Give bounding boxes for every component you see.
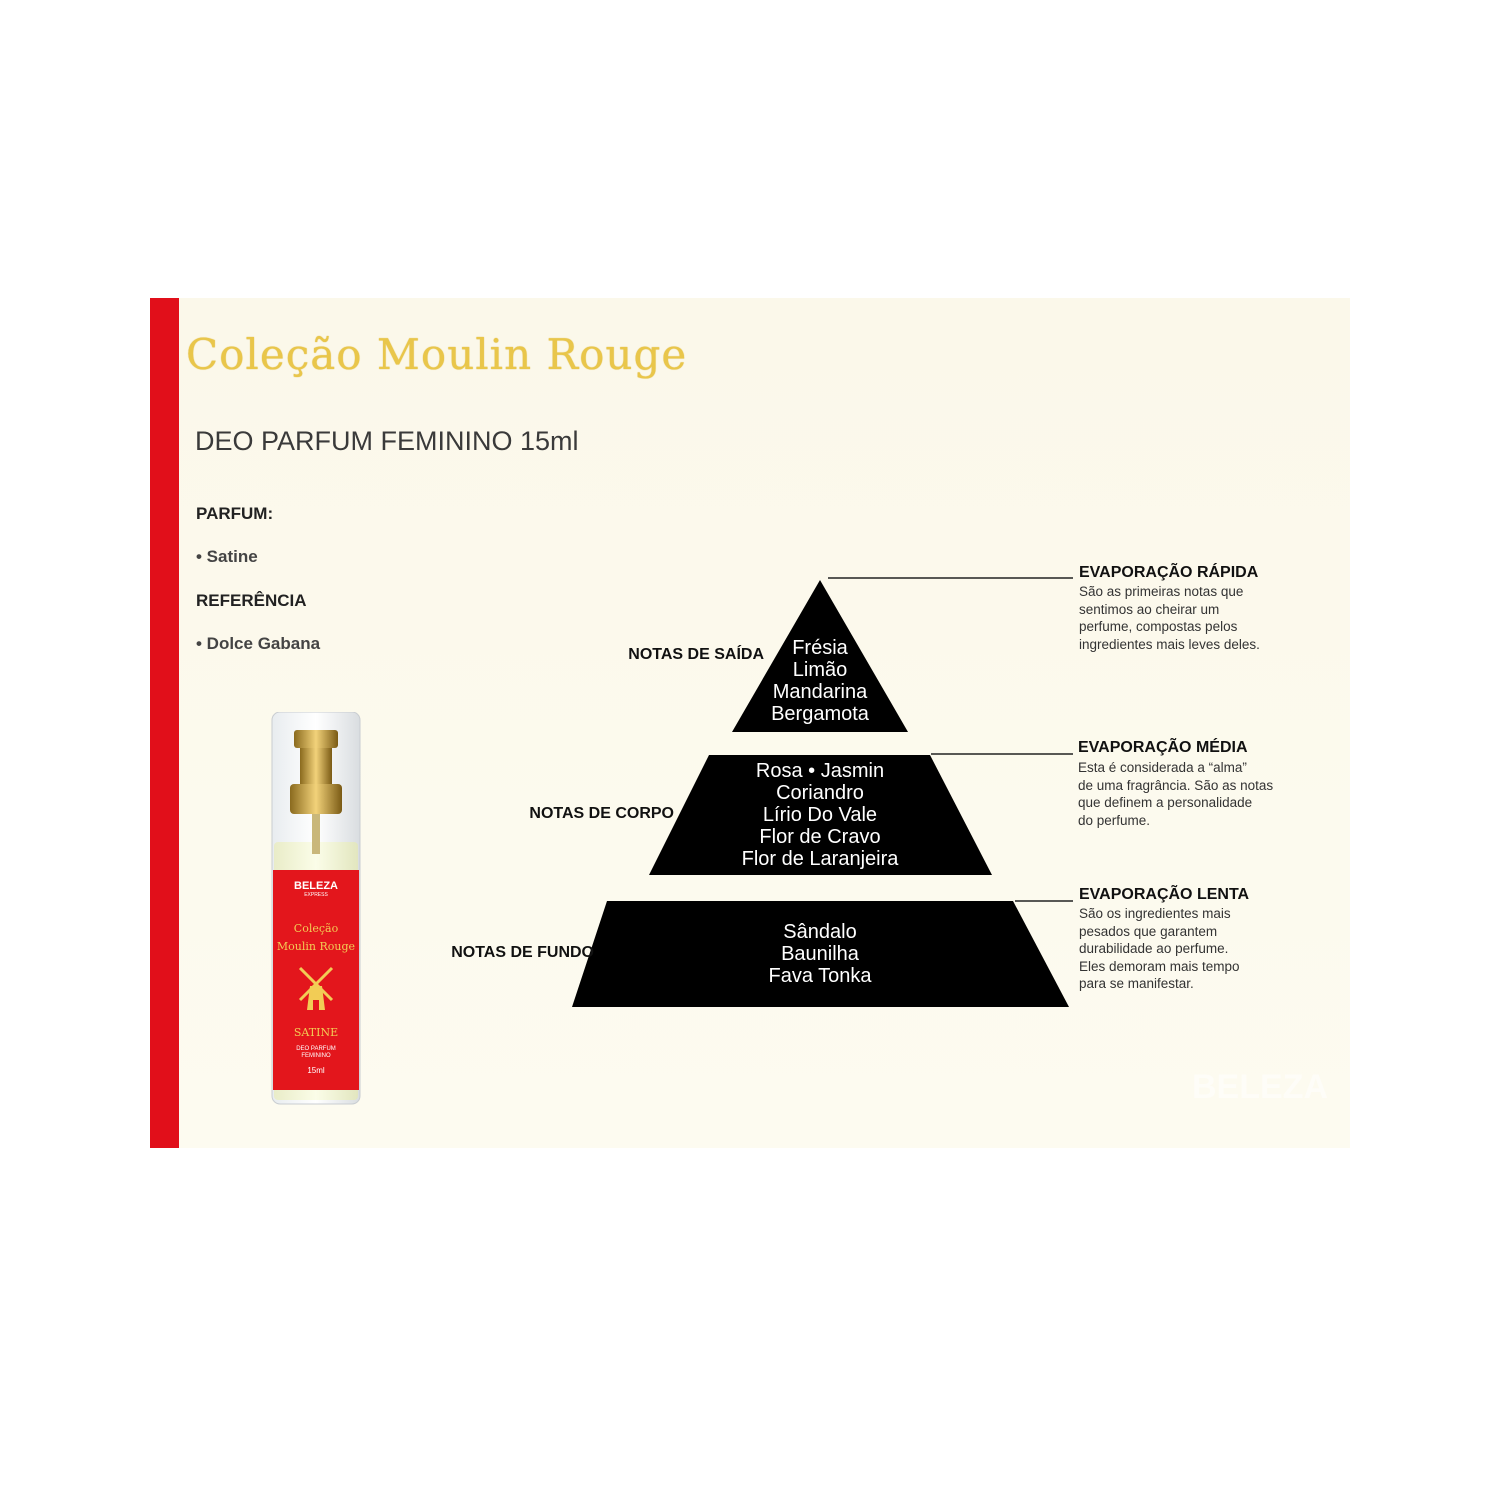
- collection-title: Coleção Moulin Rouge: [186, 330, 688, 379]
- bottle-brand: BELEZA EXPRESS: [294, 880, 338, 898]
- perfume-bottle-image: [271, 712, 361, 1105]
- pyramid-top-tier: [732, 580, 908, 732]
- referencia-value: • Dolce Gabana: [196, 634, 321, 653]
- evaporation-slow-title: EVAPORAÇÃO LENTA: [1079, 886, 1250, 903]
- middle-notes-label: NOTAS DE CORPO: [529, 805, 674, 822]
- top-notes-label: NOTAS DE SAÍDA: [628, 646, 764, 663]
- pyramid-middle-tier: [649, 755, 992, 875]
- referencia-label: REFERÊNCIA: [196, 591, 307, 610]
- evaporation-slow-description: São os ingredientes mais pesados que gar…: [1079, 906, 1240, 991]
- base-notes-label: NOTAS DE FUNDO: [451, 944, 594, 961]
- brand-watermark: BELEZA: [1192, 1068, 1328, 1106]
- product-subtitle: DEO PARFUM FEMININO 15ml: [195, 426, 579, 456]
- red-accent-bar: [150, 298, 179, 1148]
- middle-notes-list: Rosa • Jasmin Coriandro Lírio Do Vale Fl…: [741, 760, 899, 870]
- windmill-icon: [298, 966, 334, 1010]
- bottle-collection-name: Coleção Moulin Rouge: [276, 922, 356, 953]
- evaporation-medium-description: Esta é considerada a “alma” de uma fragr…: [1078, 760, 1274, 828]
- parfum-label: PARFUM:: [196, 504, 274, 523]
- base-notes-list: Sândalo Baunilha Fava Tonka: [768, 921, 872, 987]
- bottle-fragrance-name: SATINE: [293, 1026, 339, 1039]
- evaporation-fast-description: São as primeiras notas que sentimos ao c…: [1079, 584, 1260, 652]
- top-notes-list: Frésia Limão Mandarina Bergamota: [771, 637, 869, 725]
- bottle-volume: 15ml: [307, 1066, 325, 1075]
- pyramid-bottom-tier: [572, 901, 1069, 1007]
- evaporation-medium-title: EVAPORAÇÃO MÉDIA: [1078, 739, 1248, 756]
- evaporation-fast-title: EVAPORAÇÃO RÁPIDA: [1079, 564, 1259, 581]
- bottle-type: DEO PARFUM FEMININO: [296, 1046, 336, 1059]
- parfum-value: • Satine: [196, 547, 258, 566]
